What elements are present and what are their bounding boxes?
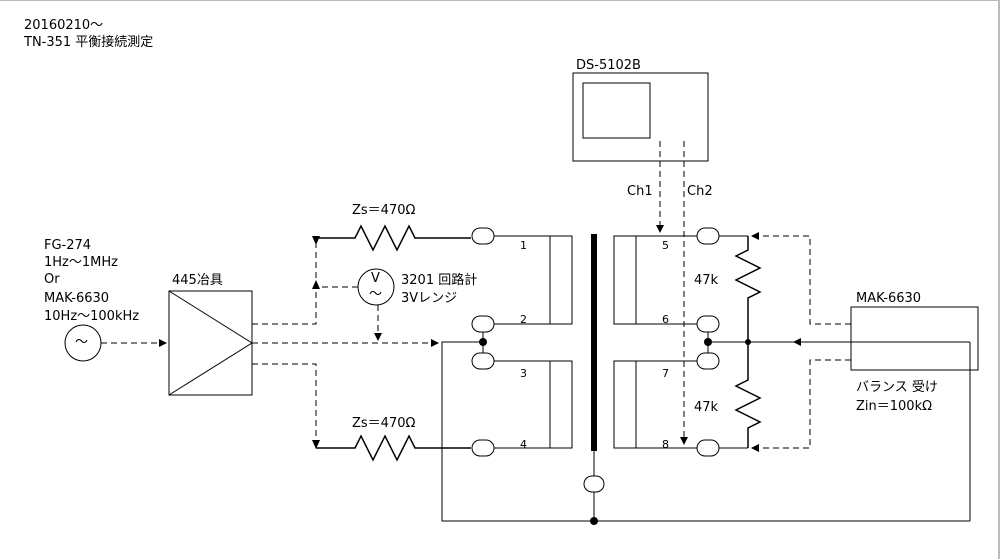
zs-lower-label: Zs＝470Ω	[352, 416, 416, 431]
transformer-core	[591, 234, 597, 451]
primary-upper-core	[549, 235, 573, 325]
receiver-zin: Zin＝100kΩ	[856, 399, 933, 414]
source-or: Or	[44, 272, 60, 287]
scope-ch1: Ch1	[627, 184, 653, 199]
pin-label-4: 4	[520, 438, 527, 451]
pin-label-3: 3	[520, 367, 527, 380]
oscilloscope-box	[572, 72, 709, 162]
zs-upper-label: Zs＝470Ω	[352, 203, 416, 218]
pin-label-2: 2	[520, 313, 527, 326]
terminal-1	[471, 227, 495, 245]
meter-symbol-top: V	[371, 271, 380, 286]
meter-symbol-bottom: ～	[369, 287, 383, 302]
meter-range: 3Vレンジ	[401, 291, 458, 306]
pin-label-5: 5	[662, 239, 669, 252]
secondary-upper-core	[613, 235, 637, 325]
jig-out-lower	[252, 363, 317, 442]
terminal-7	[696, 352, 720, 370]
receiver-desc: バランス 受け	[856, 380, 938, 395]
left-ground-bus	[441, 341, 595, 522]
load-junction	[745, 339, 751, 345]
pin-label-8: 8	[662, 438, 669, 451]
header-subject: TN-351 平衡接続測定	[24, 35, 154, 50]
zs-lower-resistor	[316, 434, 471, 462]
arrow-up-mid	[312, 280, 320, 289]
jig-triangle	[168, 290, 253, 396]
primary-winding-upper	[494, 235, 573, 325]
secondary-winding-upper	[613, 235, 697, 325]
secondary-lower-core	[613, 360, 637, 449]
receiver-name: MAK-6630	[856, 291, 922, 306]
header-date: 20160210～	[24, 18, 104, 33]
terminal-5	[696, 227, 720, 245]
scope-name: DS-5102B	[576, 58, 641, 73]
terminal-4	[471, 439, 495, 457]
terminal-2	[471, 315, 495, 333]
terminal-8	[696, 439, 720, 457]
scope-ch2: Ch2	[687, 184, 713, 199]
jig-out-upper	[252, 240, 317, 325]
terminal-6	[696, 315, 720, 333]
primary-lower-core	[549, 360, 573, 449]
terminal-3	[471, 352, 495, 370]
primary-winding-lower	[494, 360, 573, 449]
bus-junction	[590, 517, 598, 525]
pin-label-6: 6	[662, 313, 669, 326]
source-range-1: 1Hz～1MHz	[44, 255, 118, 270]
secondary-winding-lower	[613, 360, 697, 449]
pin-label-1: 1	[520, 239, 527, 252]
receiver-upper-lead	[751, 232, 851, 325]
arrow-down-lower	[312, 440, 320, 449]
source-name-2: MAK-6630	[44, 291, 110, 306]
load-resistor-upper	[734, 236, 762, 342]
load-upper-label: 47k	[694, 273, 719, 288]
zs-upper-resistor	[316, 224, 471, 252]
jig-label: 445冶具	[172, 273, 223, 288]
oscilloscope-screen	[582, 82, 651, 139]
pin-label-7: 7	[662, 367, 669, 380]
load-resistor-lower	[734, 342, 762, 448]
receiver-box	[850, 306, 979, 371]
meter-name: 3201 回路計	[401, 273, 478, 288]
source-range-2: 10Hz～100kHz	[44, 309, 140, 324]
jig-box	[168, 290, 253, 396]
load-lower-label: 47k	[694, 400, 719, 415]
signal-generator-glyph: ～	[75, 335, 89, 350]
receiver-lower-lead	[751, 359, 851, 452]
source-name-1: FG-274	[44, 238, 92, 253]
core-terminal	[583, 475, 605, 493]
